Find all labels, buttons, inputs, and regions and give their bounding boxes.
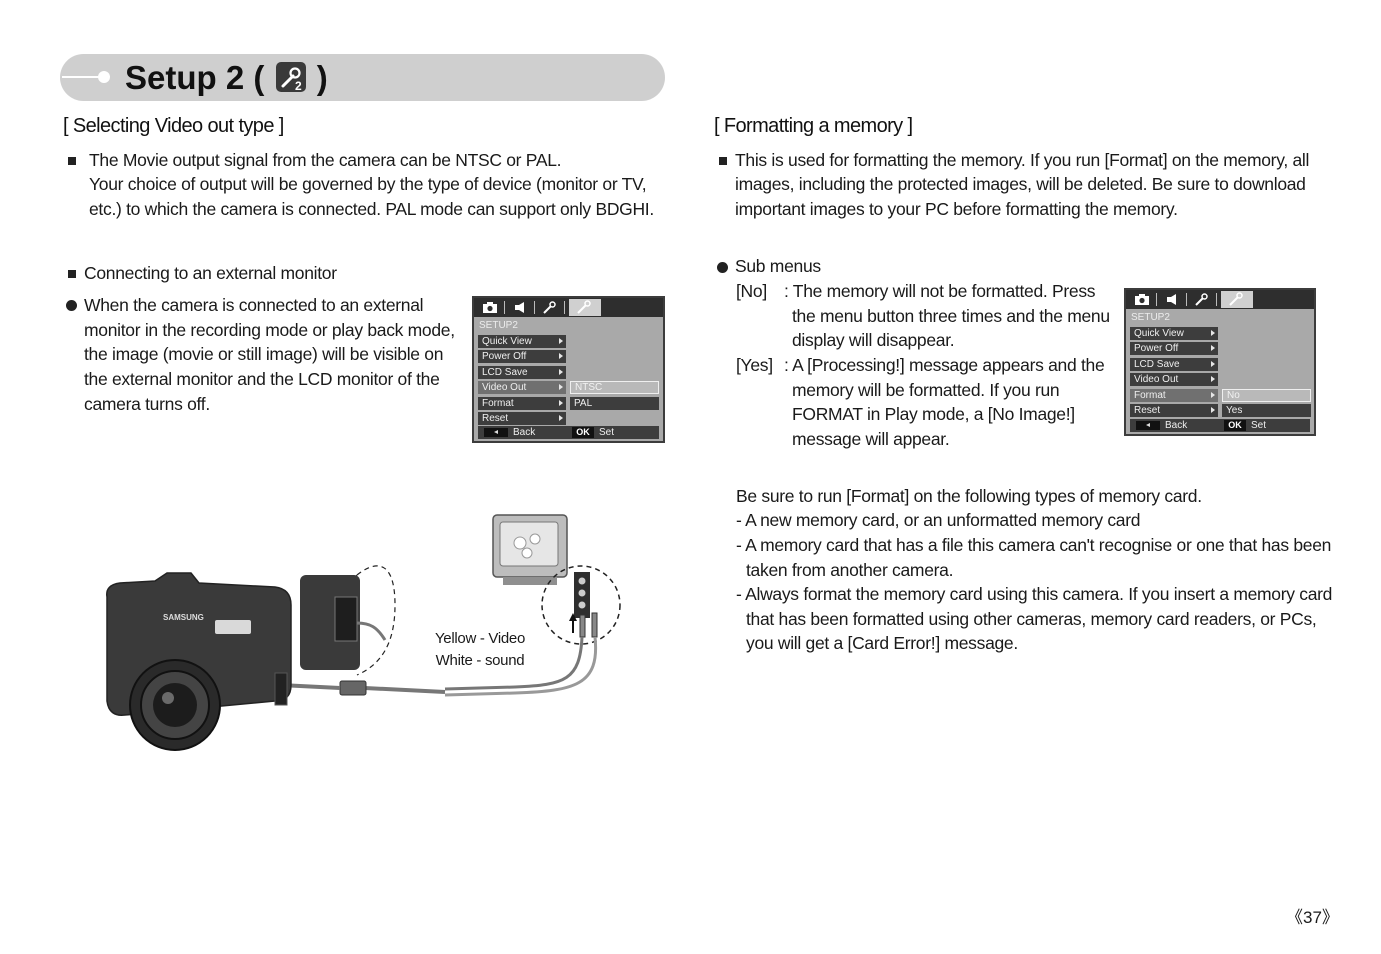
setup2-wrench-icon: [577, 300, 591, 314]
menu-item-format: Format: [478, 397, 566, 410]
sound-icon: [1167, 294, 1176, 305]
menu-item-quick-view: Quick View: [478, 335, 566, 348]
connect-line-2: monitor in the recording mode or play ba…: [84, 320, 455, 340]
menu-item-quick-view: Quick View: [1130, 327, 1218, 340]
menu-item-reset: Reset: [478, 412, 566, 425]
camera-tv-connection-illustration: SAMSUNG: [106, 514, 621, 751]
bullet-square: [719, 157, 727, 165]
title-suffix: ): [316, 59, 328, 96]
menu-option-yes: Yes: [1222, 404, 1311, 417]
page-title: Setup 2 ( 2 ): [125, 58, 328, 98]
notes-line-1: Be sure to run [Format] on the following…: [736, 486, 1202, 506]
setup2-wrench-icon: 2: [275, 62, 306, 93]
submenu-yes-line-3: FORMAT in Play mode, a [No Image!]: [792, 404, 1075, 424]
camera-icon: [106, 572, 292, 751]
menu-option-pal: PAL: [570, 397, 659, 410]
left-intro-line-3: etc.) to which the camera is connected. …: [89, 199, 654, 219]
setup1-wrench-icon: [1195, 293, 1208, 306]
right-intro-line-3: important images to your PC before forma…: [735, 199, 1178, 219]
menu-footer: Back OK Set: [1130, 419, 1310, 432]
cable-label-sound: White - sound: [435, 652, 525, 669]
submenu-yes-line-4: message will appear.: [792, 429, 950, 449]
connect-line-1: When the camera is connected to an exter…: [84, 295, 424, 315]
submenu-no-line-3: display will disappear.: [792, 330, 955, 350]
submenu-yes-key: [Yes]: [736, 355, 773, 375]
notes-line-3: - A memory card that has a file this cam…: [736, 535, 1332, 555]
menu-option-no: No: [1222, 389, 1311, 402]
back-arrow-icon: [1136, 421, 1160, 430]
title-prefix: Setup 2 (: [125, 59, 265, 96]
submenu-yes-line-1: : A [Processing!] message appears and th…: [784, 355, 1105, 375]
connect-line-4: the external monitor and the LCD monitor…: [84, 369, 440, 389]
menu-title: SETUP2: [479, 320, 518, 331]
submenu-no-key: [No]: [736, 281, 767, 301]
menu-item-lcd-save: LCD Save: [478, 366, 566, 379]
format-menu-screen: SETUP2 Quick View Power Off LCD Save Vid…: [1124, 288, 1316, 436]
footer-set-label: Set: [1251, 420, 1267, 431]
tv-icon: [492, 514, 568, 585]
notes-line-6: that has been formatted using other came…: [746, 609, 1317, 629]
menu-tab-bar: [1126, 290, 1314, 309]
camera-icon: [483, 302, 497, 313]
banner-decor-dot: [98, 71, 110, 83]
bullet-square: [68, 270, 76, 278]
setup2-wrench-icon: [1229, 292, 1243, 306]
cable-label-video: Yellow - Video: [434, 630, 526, 647]
left-intro-line-2: Your choice of output will be governed b…: [89, 174, 647, 194]
sound-icon: [515, 302, 524, 313]
submenu-yes-line-2: memory will be formatted. If you run: [792, 380, 1060, 400]
bullet-dot: [717, 262, 728, 273]
ok-button-icon: OK: [1224, 420, 1246, 431]
setup2-tab-active: [1221, 291, 1253, 308]
left-intro-line-1: The Movie output signal from the camera …: [89, 150, 562, 170]
footer-back-label: Back: [1165, 420, 1188, 431]
footer-set-label: Set: [599, 427, 615, 438]
menu-item-power-off: Power Off: [1130, 342, 1218, 355]
back-arrow-icon: [484, 428, 508, 437]
menu-item-video-out: Video Out: [478, 381, 566, 394]
submenu-no-line-2: the menu button three times and the menu: [792, 306, 1110, 326]
menu-option-ntsc: NTSC: [570, 381, 659, 394]
setup1-wrench-icon: [543, 301, 556, 314]
right-intro-line-2: images, including the protected images, …: [735, 174, 1306, 194]
notes-line-2: - A new memory card, or an unformatted m…: [736, 510, 1141, 530]
notes-line-4: taken from another camera.: [746, 560, 954, 580]
right-intro-line-1: This is used for formatting the memory. …: [735, 150, 1310, 170]
menu-title: SETUP2: [1131, 312, 1170, 323]
menu-item-format: Format: [1130, 389, 1218, 402]
menu-footer: Back OK Set: [478, 426, 659, 439]
submenu-no-line-1: : The memory will not be formatted. Pres…: [784, 281, 1096, 301]
setup2-tab-active: [569, 299, 601, 316]
ok-button-icon: OK: [572, 427, 594, 438]
left-section-title: [ Selecting Video out type ]: [63, 115, 284, 137]
right-section-title: [ Formatting a memory ]: [714, 115, 913, 137]
camera-icon: [1135, 294, 1149, 305]
menu-tab-bar: [474, 298, 663, 317]
svg-text:2: 2: [295, 79, 302, 93]
menu-item-power-off: Power Off: [478, 350, 566, 363]
camera-brand-label: SAMSUNG: [163, 613, 204, 622]
bullet-dot: [66, 300, 77, 311]
submenus-heading: Sub menus: [735, 256, 821, 276]
header-banner: [60, 54, 665, 101]
notes-line-5: - Always format the memory card using th…: [736, 584, 1333, 604]
menu-item-lcd-save: LCD Save: [1130, 358, 1218, 371]
connect-heading: Connecting to an external monitor: [84, 263, 337, 283]
menu-item-video-out: Video Out: [1130, 373, 1218, 386]
menu-item-reset: Reset: [1130, 404, 1218, 417]
footer-back-label: Back: [513, 427, 536, 438]
page-number: 《37》: [1286, 908, 1339, 927]
video-out-menu-screen: SETUP2 Quick View Power Off LCD Save Vid…: [472, 296, 665, 443]
connect-line-5: camera turns off.: [84, 394, 210, 414]
banner-decor-line: [62, 76, 102, 78]
bullet-square: [68, 157, 76, 165]
connect-line-3: the image (movie or still image) will be…: [84, 344, 444, 364]
notes-line-7: you will get a [Card Error!] message.: [746, 633, 1018, 653]
